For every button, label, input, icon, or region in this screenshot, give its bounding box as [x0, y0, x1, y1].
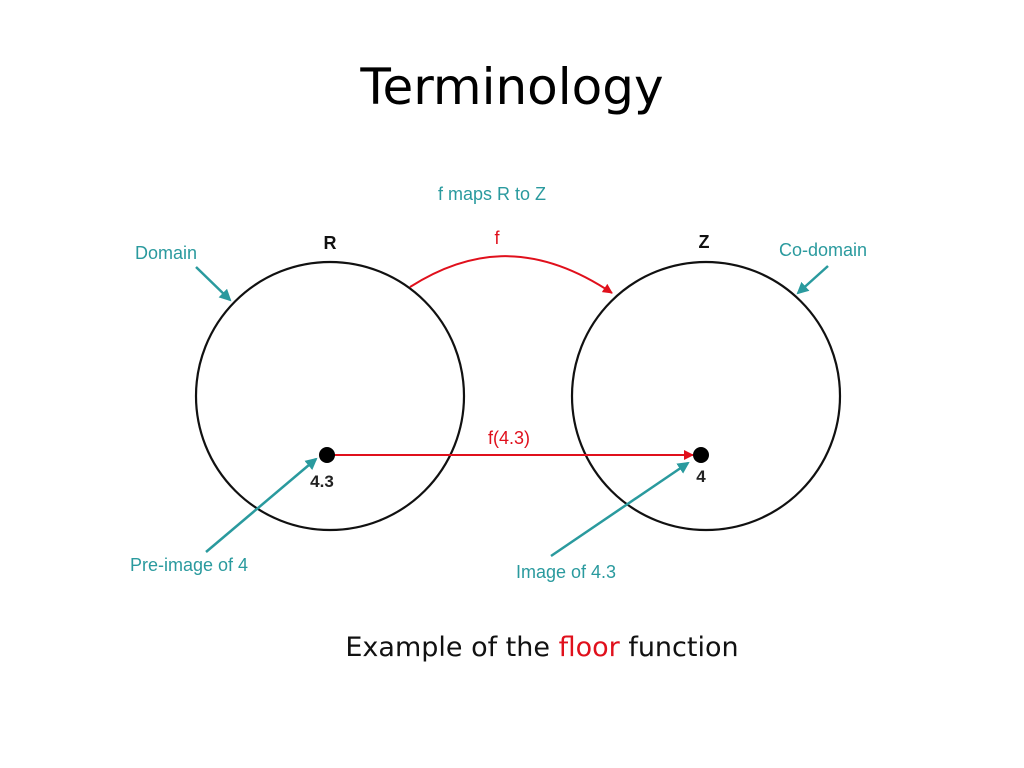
codomain-point-label: 4 — [696, 467, 706, 486]
codomain-callout: Co-domain — [779, 240, 867, 260]
caption-highlight: floor — [558, 632, 620, 663]
domain-callout-arrow — [195, 266, 232, 302]
caption-prefix: Example of the — [345, 632, 559, 663]
image-callout: Image of 4.3 — [516, 562, 616, 582]
codomain-callout-arrow — [796, 265, 829, 295]
codomain-set-label: Z — [699, 232, 710, 252]
domain-point-label: 4.3 — [310, 472, 334, 491]
domain-callout: Domain — [135, 243, 197, 263]
preimage-callout: Pre-image of 4 — [130, 555, 248, 575]
caption-suffix: function — [619, 632, 739, 663]
preimage-callout-arrow — [205, 457, 318, 553]
mapping-arrow — [409, 255, 613, 294]
slide-title: Terminology — [360, 58, 664, 116]
codomain-point — [693, 447, 709, 463]
domain-point — [319, 447, 335, 463]
value-mapping-label: f(4.3) — [488, 428, 530, 448]
domain-circle — [194, 260, 466, 532]
mapping-label: f — [494, 228, 500, 248]
codomain-circle — [570, 260, 842, 532]
image-callout-arrow — [550, 461, 690, 558]
domain-set-label: R — [324, 233, 337, 253]
header-label: f maps R to Z — [438, 184, 546, 204]
caption: Example of the floor function — [0, 632, 1024, 663]
